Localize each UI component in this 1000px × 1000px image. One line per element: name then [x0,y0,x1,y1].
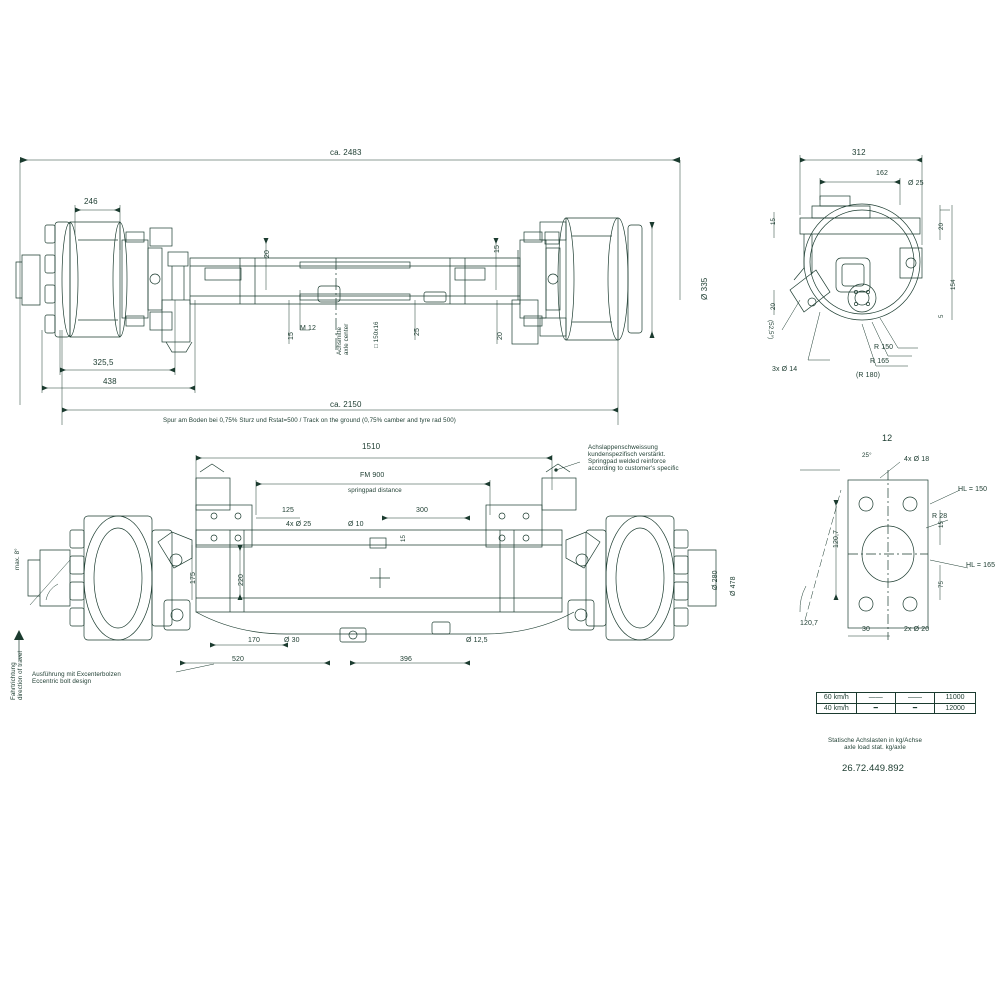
dim-hl-150: HL = 150 [958,486,988,493]
dim-angle-52-5: (52,5°) [767,320,774,340]
dim-dia-12-5: Ø 12,5 [466,637,488,644]
dim-25-deg: 25° [862,452,872,459]
dim-520: 520 [232,656,244,663]
row-symbol-a: ━ [855,702,896,715]
dim-396: 396 [400,656,412,663]
dim-162: 162 [876,170,888,177]
dim-drum-dia-335: Ø 335 [700,277,709,300]
dim-beam-20-low: 20 [497,332,504,340]
dim-hl-165: HL = 165 [966,562,996,569]
note-weld-reinforce: Achslappenschweissung kundenspezifisch v… [588,444,679,473]
note-track-ground: Spur am Boden bei 0,75% Sturz und Rstat=… [163,417,456,424]
dim-beam-25-b: 25 [414,328,421,336]
dim-20-right: 20 [938,222,945,230]
dim-30-pad: 30 [862,626,870,633]
dim-beam-15-low: 15 [288,332,295,340]
row-load: 11000 [934,692,976,704]
dim-170: 170 [248,637,260,644]
dim-15-front: 15 [400,534,407,542]
dim-120-7-left: 120,7 [833,529,840,548]
dim-1510: 1510 [362,442,381,451]
dim-300: 300 [416,507,428,514]
dim-dia-478: Ø 478 [730,576,737,596]
table-row: 40 km/h ━ ━ 12000 [816,702,976,715]
dim-beam-20-left: 20 [264,250,271,258]
detail-title-12: 12 [882,433,893,443]
note-direction-of-travel: Fahrtrichtung direction of travel [10,650,25,700]
dim-175: 175 [190,572,197,584]
load-table-caption: Statische Achslasten in kg/Achse axle lo… [828,737,922,752]
dim-125: 125 [282,507,294,514]
dim-beam-15-right: 15 [494,245,501,253]
note-springpad-distance: springpad distance [348,487,402,494]
dim-15: 15 [770,217,777,225]
row-speed: 40 km/h [816,702,857,715]
dim-dia-25: Ø 25 [908,180,924,187]
dim-r28: R 28 [932,513,948,520]
note-axle-center: Achsmitte axle center [336,323,351,355]
dim-154: 154 [950,279,957,290]
row-speed: 60 km/h [816,692,857,704]
dim-r165: R 165 [870,358,890,365]
note-eccentric-bolt: Ausführung mit Excenterbolzen Eccentric … [32,671,121,686]
dim-3x-14: 3x Ø 14 [772,366,798,373]
dim-2x-20: 2x Ø 20 [904,626,930,633]
dim-4x-18: 4x Ø 18 [904,456,930,463]
dim-4x-25: 4x Ø 25 [286,521,312,528]
dim-square-tube: □ 150x16 [373,321,380,348]
dim-246: 246 [84,197,98,206]
dim-max-8-deg: max. 8° [14,548,21,570]
table-row: 60 km/h —— —— 11000 [816,692,976,704]
row-load: 12000 [934,702,976,715]
dim-120-7-bottom: 120,7 [800,620,819,627]
row-symbol-a: —— [855,692,896,704]
dim-overall-2483: ca. 2483 [330,148,362,157]
dim-15-pad: 15 [938,520,945,528]
dim-312: 312 [852,148,866,157]
dim-20-left: 20 [770,302,777,310]
dim-track-2150: ca. 2150 [330,400,362,409]
row-symbol-b: ━ [894,702,936,715]
dim-75-pad: 75 [938,580,945,588]
dim-r180: (R 180) [856,372,881,379]
axle-load-table: 60 km/h —— —— 11000 40 km/h ━ ━ 12000 [816,692,976,715]
dim-5: 5 [938,314,945,318]
drawing-number: 26.72.449.892 [842,763,905,774]
row-symbol-b: —— [894,692,936,704]
dim-r150: R 150 [874,344,894,351]
dim-dia-10: Ø 10 [348,521,364,528]
dim-220: 220 [238,574,245,586]
dim-dia-30: Ø 30 [284,637,300,644]
dim-m12: M 12 [300,325,316,332]
dim-fm900: FM 900 [360,472,385,479]
dim-438: 438 [103,377,117,386]
dim-dia-280: Ø 280 [712,570,719,590]
dim-325-5: 325,5 [93,358,114,367]
